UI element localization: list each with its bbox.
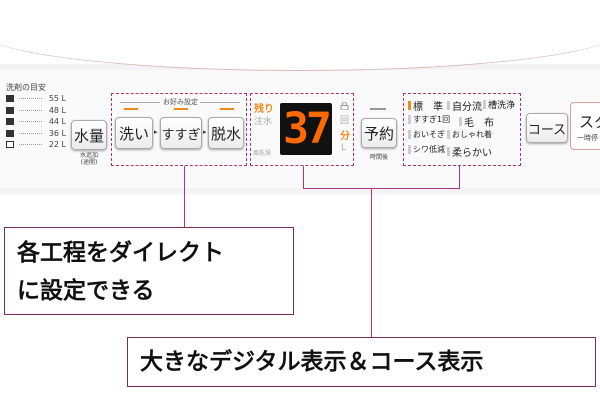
tub-icon (6, 129, 14, 137)
water-level-button[interactable]: 水量 (71, 120, 107, 150)
tub-icon (6, 106, 14, 114)
course-tub-clean: 槽洗浄 (483, 98, 515, 111)
course-rinse-once: すすぎ1回 (408, 114, 450, 125)
course-indicator (447, 147, 450, 156)
guide-row: 22 L (6, 139, 66, 151)
detergent-guide-title: 洗剤の目安 (6, 83, 46, 92)
water-level-sublabel: 水追加 (途開) (79, 152, 98, 166)
course-indicator (408, 145, 411, 154)
times-unit-label: 回 (340, 116, 350, 126)
start-button-label: スタ (579, 113, 600, 131)
preference-label: お好み設定 (163, 98, 198, 106)
arrow-right-icon: ▸ (154, 128, 158, 136)
lock-icon (340, 102, 349, 110)
reserve-button[interactable]: 予約 (361, 118, 397, 148)
arrow-right-icon: ▸ (203, 128, 207, 136)
course-quick: おいそぎ (408, 129, 445, 140)
course-delicate: おしゃれ着 (447, 129, 492, 140)
course-wrinkle-reduce: シワ低減 (408, 144, 445, 155)
course-button[interactable]: コース (526, 113, 568, 143)
guide-row: 55 L (6, 93, 66, 105)
course-standard: 標 準 (408, 98, 443, 113)
display-highlight (250, 93, 354, 166)
callout-display: 大きなデジタル表示＆コース表示 (127, 337, 596, 387)
digital-display: 37 (280, 103, 332, 155)
liters-unit-label: L (341, 143, 347, 153)
pref-line-right (200, 102, 240, 103)
tub-icon (6, 141, 14, 149)
dry-mode-label: 風乾燥 (253, 150, 272, 157)
detergent-guide: 55 L 48 L 44 L 36 L 22 L (6, 93, 66, 151)
spin-button[interactable]: 脱水 (208, 117, 244, 149)
connector-line-2d (371, 188, 372, 338)
pref-line-left (120, 102, 160, 103)
minutes-unit-label: 分 (340, 131, 350, 142)
tub-icon (6, 95, 14, 103)
tub-icon (6, 118, 14, 126)
connector-line-2a (303, 166, 304, 188)
course-indicator (447, 101, 450, 110)
course-indicator (447, 130, 450, 139)
rinse-indicator (174, 108, 188, 110)
lid-edge (0, 0, 600, 71)
connector-line-1 (184, 166, 185, 228)
course-indicator (408, 115, 411, 124)
course-indicator (408, 130, 411, 139)
reserve-sublabel: 時間後 (369, 154, 388, 161)
callout-direct-line1: 各工程をダイレクト (17, 240, 224, 266)
connector-line-2b (459, 166, 460, 188)
rinse-button[interactable]: すすぎ (160, 117, 202, 149)
reserve-indicator (370, 108, 386, 110)
wash-indicator (124, 108, 138, 110)
course-display-highlight (403, 93, 521, 166)
course-indicator (408, 101, 411, 110)
course-custom: 自分流 (447, 98, 482, 113)
course-indicator (483, 100, 486, 109)
water-supply-label: 注水 (254, 117, 273, 127)
guide-row: 44 L (6, 116, 66, 128)
course-indicator (459, 117, 462, 126)
course-soft: 柔らかい (447, 144, 492, 159)
callout-direct-setting: 各工程をダイレクト に設定できる (4, 227, 294, 315)
guide-row: 48 L (6, 105, 66, 117)
course-blanket: 毛 布 (459, 114, 494, 129)
remaining-label: 残り (254, 104, 274, 115)
callout-direct-line2: に設定できる (17, 278, 155, 304)
guide-row: 36 L (6, 128, 66, 140)
start-button-sublabel: 一時停 (577, 134, 598, 142)
connector-line-2c (303, 188, 460, 189)
start-button[interactable]: スタ 一時停 (570, 102, 600, 150)
wash-button[interactable]: 洗い (115, 117, 153, 149)
process-buttons-highlight (111, 93, 247, 166)
spin-indicator (220, 108, 234, 110)
